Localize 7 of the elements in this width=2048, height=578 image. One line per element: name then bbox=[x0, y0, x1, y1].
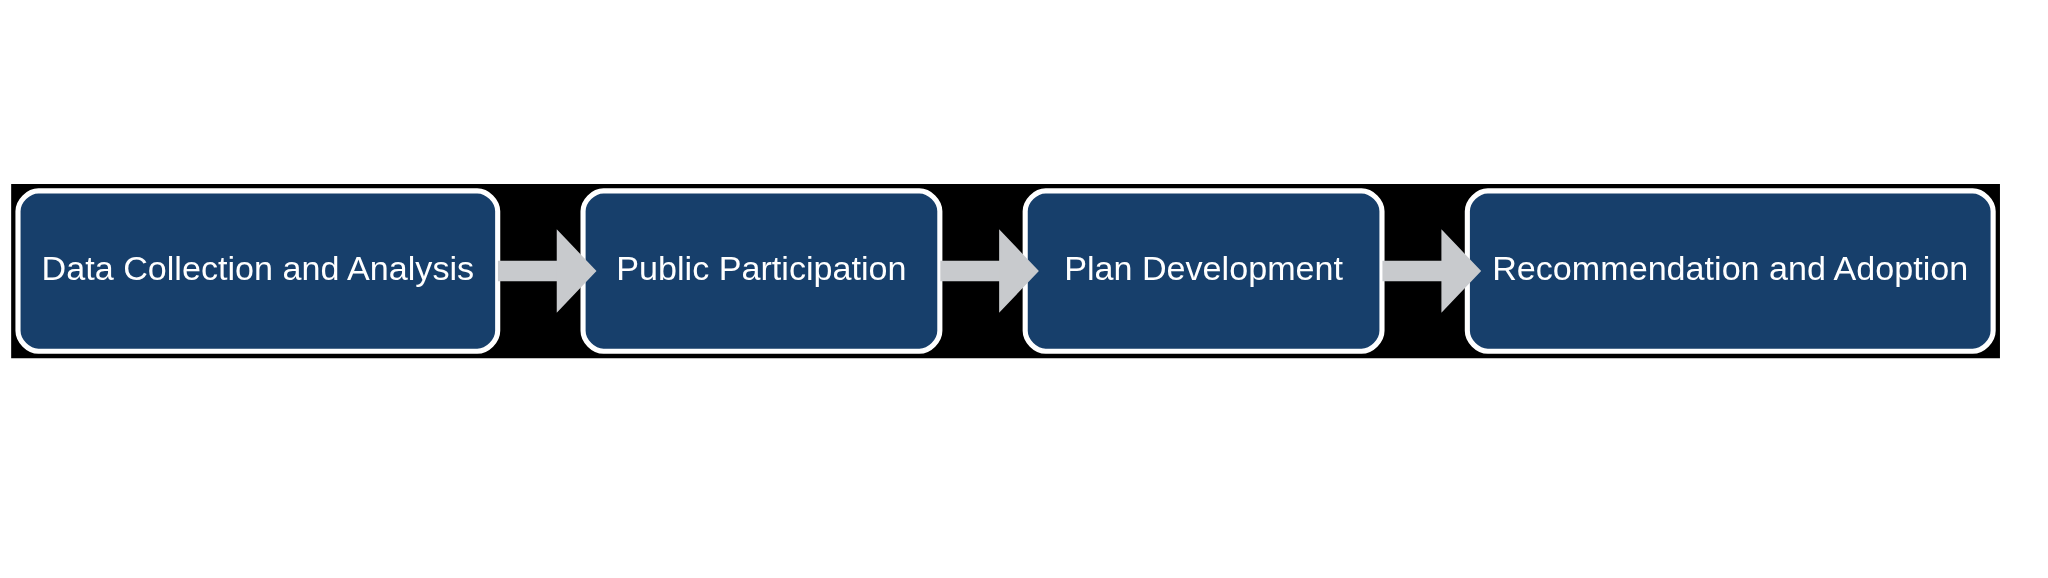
node-box: Plan Development bbox=[1022, 187, 1385, 354]
arrow bbox=[1382, 228, 1482, 313]
node-box: Recommendation and Adoption bbox=[1464, 187, 1996, 354]
arrow bbox=[497, 228, 597, 313]
node-box: Public Participation bbox=[580, 187, 943, 354]
arrow bbox=[940, 228, 1039, 313]
node-box: Data Collection and Analysis bbox=[15, 187, 501, 354]
